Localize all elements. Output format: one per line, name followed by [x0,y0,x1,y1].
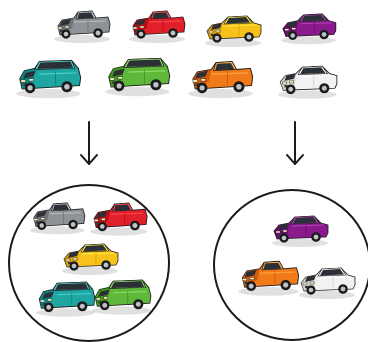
yellow-sedan-car [205,16,261,47]
purple-sedan-car [272,216,328,247]
gray-pickup-car [30,203,85,234]
gray-pickup-car [54,11,110,43]
cars-layer [16,11,355,317]
teal-suv-car [16,60,80,98]
orange-pickup-car [238,261,298,296]
teal-suv-car [36,282,95,317]
yellow-sedan-car [62,244,118,275]
green-suv-car [92,280,151,315]
green-suv-car [105,58,169,96]
arrow-left [81,122,97,164]
arrow-right [287,122,303,164]
purple-sedan-car [281,14,336,44]
red-pickup-car [90,203,147,236]
white-sedan-car [278,66,337,99]
red-pickup-car [129,11,185,43]
orange-pickup-car [188,61,252,98]
white-sedan-car [299,268,355,299]
right-group-circle [214,190,368,340]
